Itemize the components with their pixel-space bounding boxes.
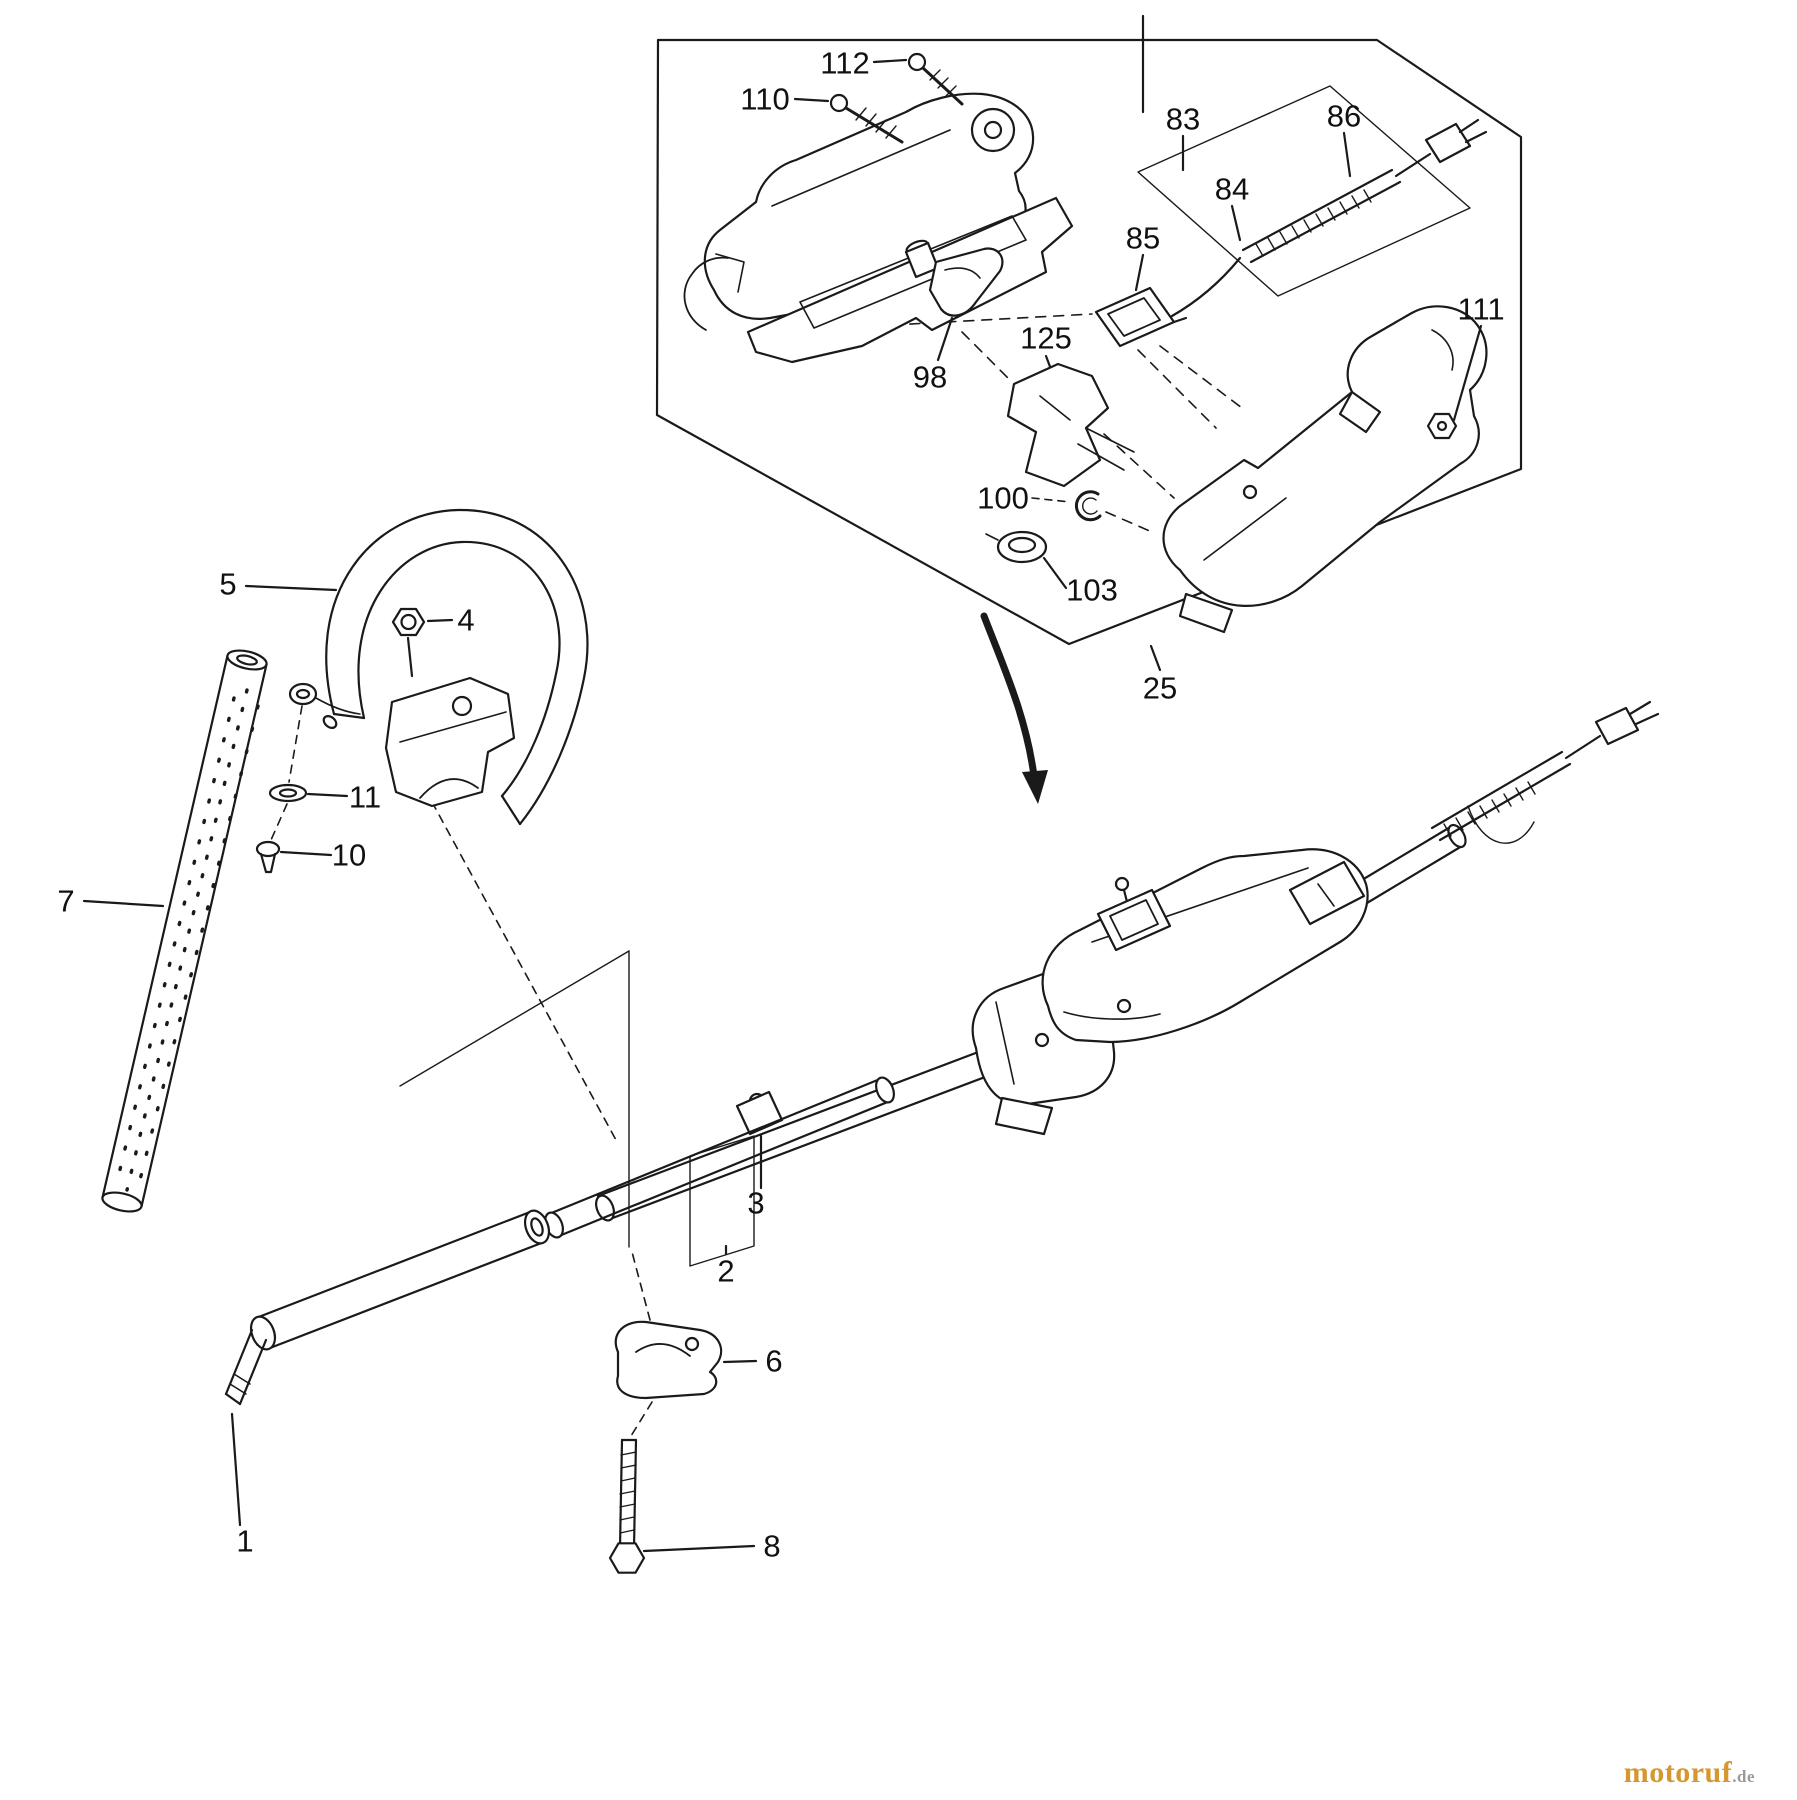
- part-label-100: 100: [977, 480, 1029, 516]
- part-label-85: 85: [1125, 220, 1161, 256]
- screw-10: [255, 840, 333, 874]
- throttle-cable-assembly: [1134, 85, 1488, 318]
- dashed-leaders: [270, 705, 653, 1437]
- part-label-3: 3: [747, 1185, 765, 1221]
- part-label-86: 86: [1326, 98, 1362, 134]
- part-label-11: 11: [348, 779, 382, 815]
- cable-connector-assembled: [1594, 706, 1640, 746]
- part-label-111: 111: [1457, 291, 1505, 327]
- stop-switch: [1094, 286, 1188, 348]
- part-label-1: 1: [236, 1523, 254, 1559]
- part-label-4: 4: [457, 602, 475, 638]
- part-label-98: 98: [912, 359, 948, 395]
- cap-103: [985, 530, 1068, 590]
- part-label-2: 2: [717, 1253, 735, 1289]
- part-label-7: 7: [57, 883, 75, 919]
- washer-11: [268, 783, 349, 803]
- leader-25: [1149, 644, 1162, 672]
- part-label-84: 84: [1214, 171, 1250, 207]
- part-label-83: 83: [1165, 101, 1201, 137]
- trigger-lockout: [1006, 354, 1135, 488]
- retaining-clip-100: [1031, 490, 1102, 522]
- part-label-103: 103: [1066, 572, 1118, 608]
- part-label-5: 5: [219, 566, 237, 602]
- part-label-110: 110: [740, 81, 790, 117]
- screw-112: [872, 52, 964, 106]
- watermark-suffix: .de: [1732, 1767, 1755, 1786]
- bolt-8: [608, 1438, 756, 1574]
- watermark: motoruf.de: [1624, 1756, 1755, 1790]
- handle-clamp-block: [384, 676, 516, 808]
- handle-end-fitting: [288, 682, 361, 715]
- drive-shaft-tubes: [224, 1076, 895, 1527]
- shaft-clamp-6: [614, 1320, 758, 1400]
- nut-111: [1426, 324, 1483, 440]
- assembled-handle-shaft-unit: [595, 700, 1660, 1267]
- handle-nut-4: [391, 607, 454, 678]
- assembly-direction-arrow: [980, 612, 1048, 804]
- part-label-112: 112: [820, 45, 870, 81]
- part-label-8: 8: [763, 1528, 781, 1564]
- tube-section-box: [689, 1135, 755, 1267]
- throttle-trigger: [928, 247, 1004, 362]
- stop-switch-assembled: [1096, 876, 1172, 952]
- handle-inner-chassis: [746, 196, 1074, 364]
- lower-handle-housing: [1162, 305, 1488, 634]
- cable-connector: [1424, 122, 1472, 164]
- part-label-125: 125: [1020, 320, 1072, 356]
- exploded-view-border: [655, 38, 1523, 646]
- watermark-brand: motoruf: [1623, 1756, 1733, 1789]
- part-label-10: 10: [331, 837, 367, 873]
- construction-lines: [399, 950, 630, 1248]
- loop-handle: [244, 508, 589, 826]
- screw-110: [793, 93, 904, 144]
- part-label-6: 6: [765, 1343, 783, 1379]
- foam-grip-7: [82, 649, 268, 1213]
- part-label-25: 25: [1142, 670, 1178, 706]
- inner-drive-shaft-1: [224, 1328, 268, 1527]
